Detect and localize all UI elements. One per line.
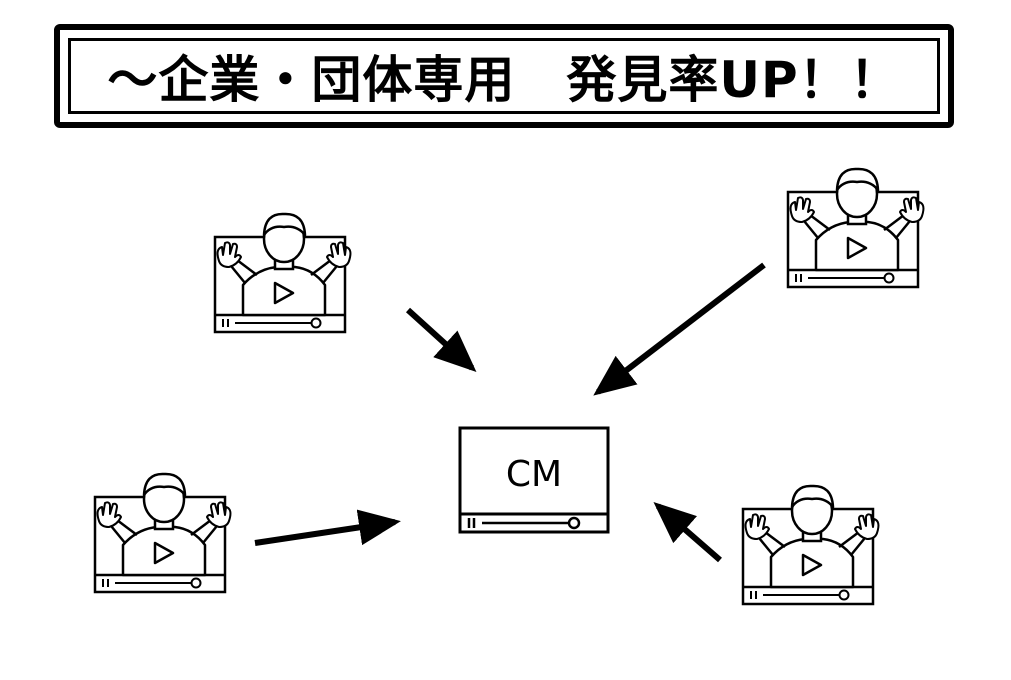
arrow-top-left — [405, 307, 477, 373]
arrow-bottom-left — [254, 509, 401, 546]
video-person-top-left — [213, 212, 352, 334]
video-person-bottom-left — [93, 472, 232, 594]
page-title: 〜企業・団体専用 発見率UP！！ — [107, 51, 901, 109]
arrow-bottom-right — [653, 502, 722, 563]
cm-screen: CM — [458, 426, 610, 534]
video-person-bottom-right — [741, 484, 880, 606]
progress-knob — [567, 516, 581, 530]
person-in-video-player-icon — [213, 212, 352, 334]
person-in-video-player-icon — [93, 472, 232, 594]
person-in-video-player-icon — [741, 484, 880, 606]
arrow-top-right — [593, 262, 766, 396]
person-in-video-player-icon — [786, 167, 925, 289]
title-banner: 〜企業・団体専用 発見率UP！！ — [54, 24, 954, 128]
video-person-top-right — [786, 167, 925, 289]
title-banner-inner-border: 〜企業・団体専用 発見率UP！！ — [68, 38, 940, 114]
cm-label: CM — [506, 454, 562, 495]
